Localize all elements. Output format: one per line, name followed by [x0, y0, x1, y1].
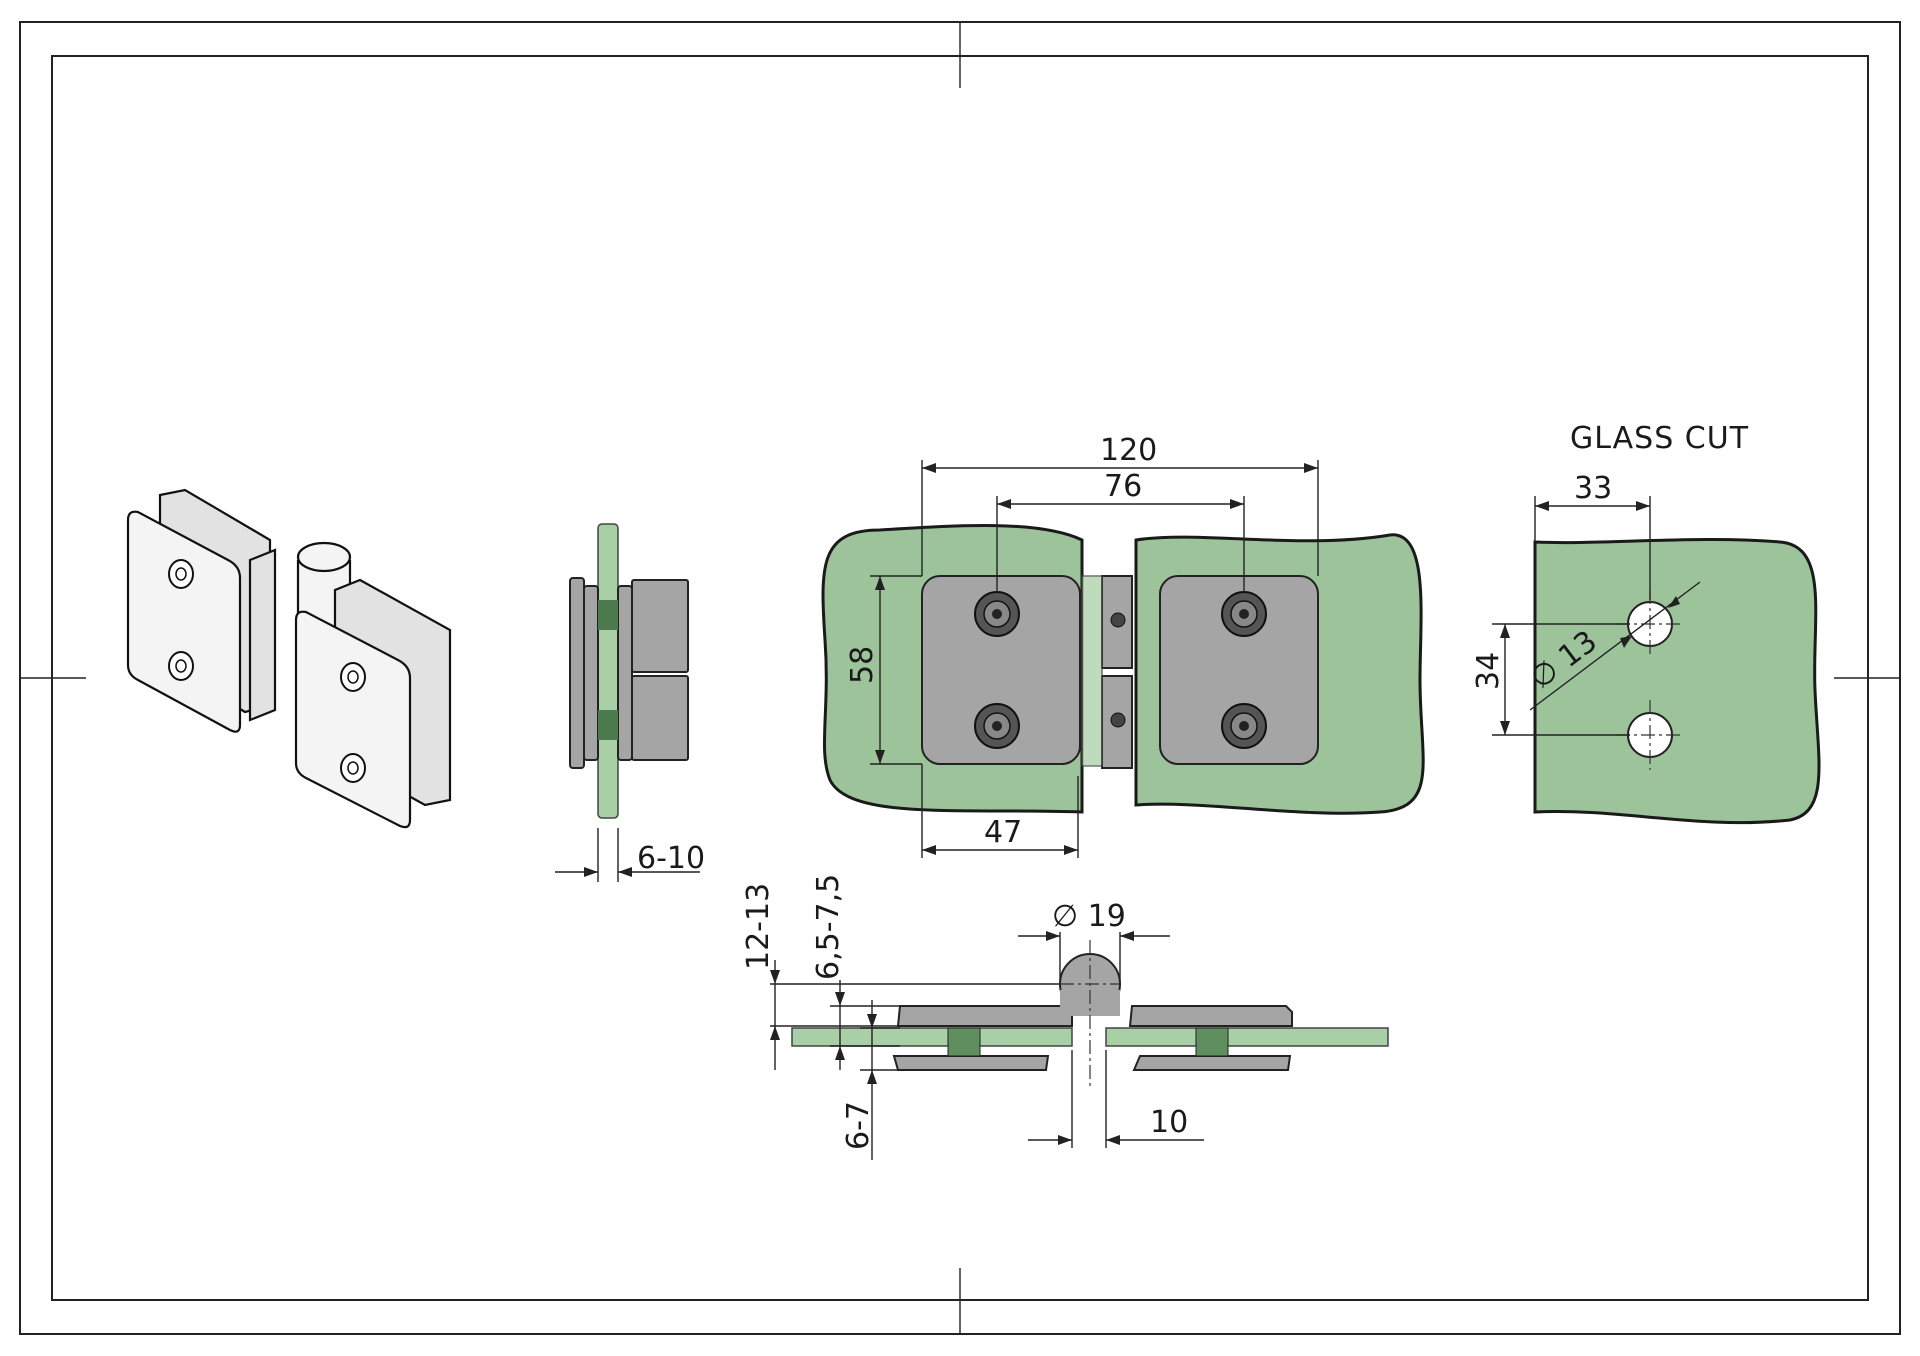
- section-view: ∅ 19 10 12-13 6,5-7,5 6-7: [741, 874, 1389, 1160]
- dim-glass-spacing: 34: [1471, 652, 1506, 690]
- dim-thickness-lower: 6-7: [841, 1101, 876, 1150]
- screw-icon: [974, 703, 1020, 749]
- isometric-view: [126, 488, 452, 829]
- dim-gap: 10: [1150, 1105, 1188, 1140]
- dim-glass-edge: 33: [1574, 471, 1612, 506]
- dim-plate-width: 47: [984, 815, 1022, 850]
- dim-plate-height: 58: [845, 646, 880, 684]
- dim-hole-spacing: 76: [1104, 469, 1142, 504]
- dim-offset: 6,5-7,5: [811, 874, 846, 980]
- dim-glass-thickness: 6-10: [637, 841, 705, 876]
- front-view: 120 76 58 47: [821, 433, 1425, 858]
- glass-cut-view: GLASS CUT 33 34 ∅ 13: [1471, 421, 1821, 825]
- glass-cut-title: GLASS CUT: [1570, 421, 1749, 456]
- screw-icon: [1221, 591, 1267, 637]
- dim-overall-width: 120: [1100, 433, 1157, 468]
- screw-icon: [974, 591, 1020, 637]
- side-view: 6-10: [555, 523, 705, 882]
- dim-height-total: 12-13: [741, 883, 776, 970]
- screw-icon: [1221, 703, 1267, 749]
- frame-ticks: [20, 22, 1900, 1334]
- dim-pin-diameter: ∅ 19: [1052, 899, 1126, 934]
